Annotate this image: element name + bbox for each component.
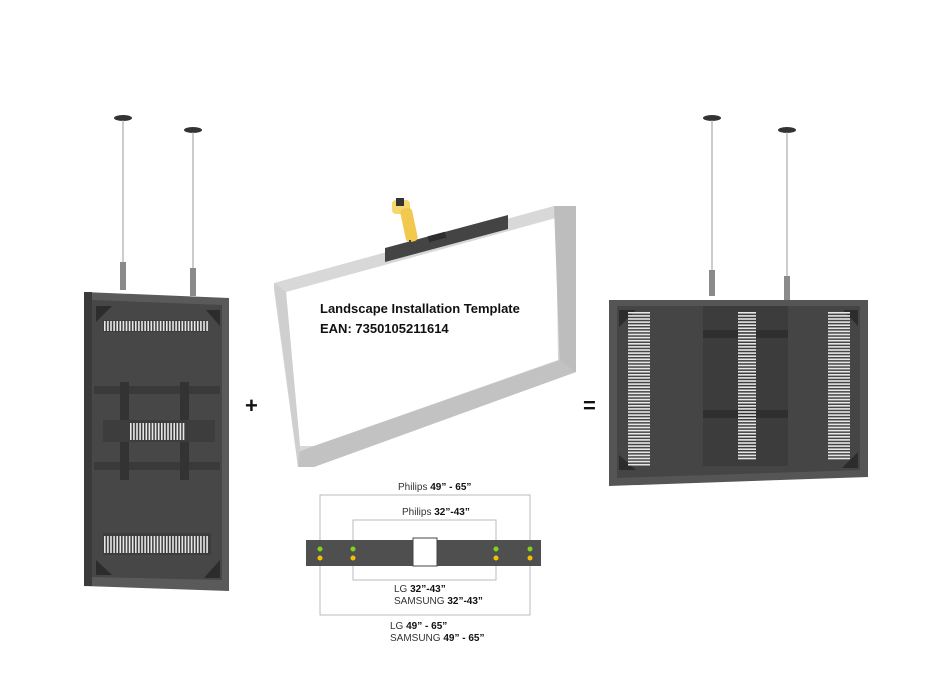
vent-slots-bottom bbox=[104, 536, 208, 553]
label-size: 32”-43” bbox=[410, 584, 446, 595]
dim-line-lg-small bbox=[352, 566, 497, 581]
vent-slots-middle bbox=[130, 423, 185, 440]
dim-line-philips-large bbox=[319, 494, 531, 540]
template-top-bracket bbox=[385, 215, 508, 262]
ceiling-plate-right bbox=[184, 127, 202, 133]
vent-slots-top bbox=[104, 321, 208, 331]
dim-line-philips-small bbox=[352, 519, 497, 540]
label-size: 32”-43” bbox=[447, 596, 483, 607]
label-size: 49” - 65” bbox=[406, 621, 448, 632]
portrait-screen-assembly bbox=[84, 115, 229, 591]
template-title: Landscape Installation Template bbox=[320, 301, 520, 316]
template-ean: EAN: 7350105211614 bbox=[320, 321, 449, 336]
label-brand: LG bbox=[394, 584, 408, 595]
equals-operator: = bbox=[583, 393, 596, 418]
ceiling-plate-left bbox=[114, 115, 132, 121]
label-brand: SAMSUNG bbox=[394, 596, 445, 607]
installation-template-frame bbox=[274, 198, 576, 467]
bracket-dimension-diagram bbox=[306, 494, 541, 616]
label-lg-small: LG 32”-43” bbox=[394, 584, 446, 595]
vent-slots-left bbox=[628, 312, 650, 466]
label-size: 49” - 65” bbox=[430, 482, 472, 493]
label-size: 49” - 65” bbox=[443, 633, 485, 644]
vent-slots-right bbox=[828, 312, 850, 460]
label-philips-small: Philips 32”-43” bbox=[402, 507, 470, 518]
bracket-center-window bbox=[412, 537, 438, 567]
ceiling-plate-right bbox=[778, 127, 796, 133]
mount-rail-upper bbox=[94, 386, 220, 394]
label-philips-large: Philips 49” - 65” bbox=[398, 482, 471, 493]
label-brand: Philips bbox=[398, 482, 428, 493]
label-size: 32”-43” bbox=[434, 507, 470, 518]
label-brand: LG bbox=[390, 621, 404, 632]
label-lg-large: LG 49” - 65” bbox=[390, 621, 447, 632]
label-brand: Philips bbox=[402, 507, 432, 518]
vent-slots-center bbox=[738, 312, 756, 460]
template-frame-inner bbox=[286, 218, 558, 446]
ceiling-plate-left bbox=[703, 115, 721, 121]
label-brand: SAMSUNG bbox=[390, 633, 441, 644]
drill-icon bbox=[392, 198, 418, 252]
plus-operator: + bbox=[245, 393, 258, 418]
label-samsung-large: SAMSUNG 49” - 65” bbox=[390, 633, 484, 644]
label-samsung-small: SAMSUNG 32”-43” bbox=[394, 596, 483, 607]
mount-rail-lower bbox=[94, 462, 220, 470]
dim-line-lg-large bbox=[319, 566, 531, 616]
mount-hole-markers bbox=[317, 546, 533, 561]
